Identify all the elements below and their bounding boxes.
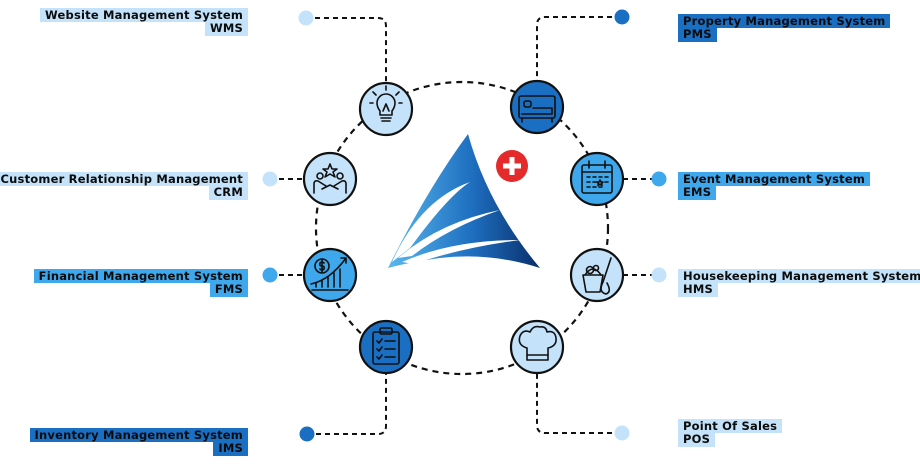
label-hms-abbr: HMS: [678, 283, 718, 297]
clipboard-icon: [372, 327, 400, 365]
dot-hms: [651, 267, 667, 283]
calendar-icon: [581, 160, 613, 194]
central-ring: [314, 80, 610, 376]
label-ims-abbr: IMS: [213, 442, 248, 456]
label-pms-title: Property Management System: [678, 14, 891, 28]
label-pos-title: Point Of Sales: [678, 419, 783, 433]
label-ems-title: Event Management System: [678, 172, 870, 186]
connector-pms: [536, 16, 621, 84]
label-pms-abbr: PMS: [678, 28, 717, 42]
label-hms: Housekeeping Management System HMS: [678, 269, 920, 297]
node-wms: [358, 81, 414, 137]
triangle-logo-icon: [388, 134, 540, 268]
label-ems: Event Management System EMS: [678, 172, 870, 200]
label-crm-abbr: CRM: [208, 186, 248, 200]
label-ems-abbr: EMS: [678, 186, 717, 200]
label-wms: Website Management System WMS: [40, 8, 248, 36]
finance-chart-icon: [310, 257, 349, 291]
dot-ims: [299, 426, 315, 442]
node-pos: [509, 319, 565, 375]
label-wms-abbr: WMS: [204, 22, 248, 36]
connector-pos: [536, 372, 621, 434]
lightbulb-icon: [369, 85, 403, 122]
handshake-icon: [313, 163, 347, 194]
cleaning-bucket-icon: [582, 257, 612, 295]
dot-pms: [614, 9, 630, 25]
label-wms-title: Website Management System: [40, 8, 248, 22]
plus-icon: [496, 150, 528, 182]
label-fms: Financial Management System FMS: [33, 269, 248, 297]
node-pms: [509, 79, 565, 135]
label-pms: Property Management System PMS: [678, 14, 891, 42]
label-pos: Point Of Sales POS: [678, 419, 783, 447]
label-ims: Inventory Management System IMS: [29, 428, 248, 456]
dot-crm: [262, 171, 278, 187]
label-fms-abbr: FMS: [209, 283, 248, 297]
dot-fms: [262, 267, 278, 283]
label-hms-title: Housekeeping Management System: [678, 269, 920, 283]
endpoint-dots: [262, 9, 667, 442]
connector-ims: [307, 374, 387, 435]
label-fms-title: Financial Management System: [33, 269, 248, 283]
label-crm: Customer Relationship Management CRM: [0, 172, 248, 200]
node-crm: [302, 151, 358, 207]
bed-icon: [518, 95, 556, 123]
dot-wms: [298, 10, 314, 26]
label-pos-abbr: POS: [678, 433, 716, 447]
label-crm-title: Customer Relationship Management: [0, 172, 248, 186]
node-ems: [569, 151, 625, 207]
label-ims-title: Inventory Management System: [29, 428, 248, 442]
connector-wms: [306, 17, 387, 84]
chef-hat-icon: [518, 325, 557, 361]
dot-pos: [614, 425, 630, 441]
dot-ems: [651, 171, 667, 187]
